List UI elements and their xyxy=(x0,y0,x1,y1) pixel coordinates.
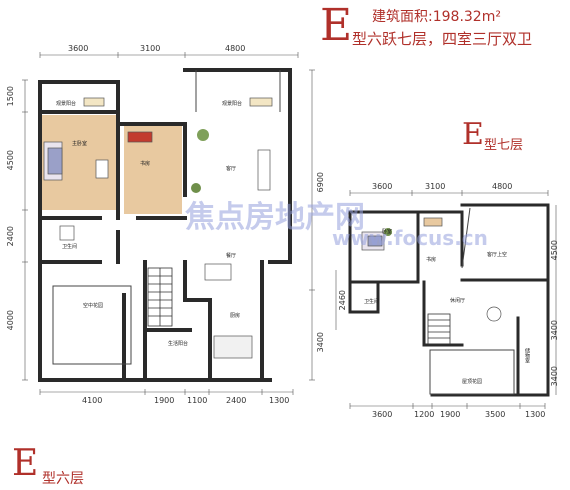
floor6-dim-top-1: 3600 xyxy=(68,44,89,53)
floor7-roof-garden: 屋顶花园 xyxy=(462,379,483,385)
floor6-balcony-right: 观景阳台 xyxy=(222,101,243,107)
floor6-label: 型六层 xyxy=(42,471,84,487)
floor6-dim-left-1: 1500 xyxy=(6,86,15,107)
watermark-url: www.focus.cn xyxy=(332,226,488,250)
floor6-dining: 餐厅 xyxy=(226,253,237,259)
floor6-living: 客厅 xyxy=(226,166,237,172)
floor6-dim-bottom-1: 4100 xyxy=(82,396,103,405)
watermark-brand: 焦点房地产网 xyxy=(185,200,365,235)
floor6-sky-garden: 空中花园 xyxy=(83,303,104,309)
floor7-dim-bottom-2: 1200 xyxy=(414,410,435,419)
floor6-master-bedroom: 主卧室 xyxy=(72,141,88,147)
floor7-storage: 储物室 xyxy=(524,348,530,363)
floor7-dim-right-1: 4500 xyxy=(550,240,559,261)
floor7-study: 书房 xyxy=(426,257,437,263)
floor7-dim-left-1: 2460 xyxy=(338,290,347,311)
floor6-wood-floors xyxy=(42,115,182,214)
floor7-dim-bottom-4: 3500 xyxy=(485,410,506,419)
floor6-dim-top-2: 3100 xyxy=(140,44,161,53)
floor7-staircase xyxy=(427,313,451,345)
floor6-walls xyxy=(38,68,292,382)
floor7-label: 型七层 xyxy=(484,138,524,153)
floor7-dim-right-2: 3400 xyxy=(550,320,559,341)
floor7-bathroom: 卫生间 xyxy=(364,299,380,305)
floor7-bedroom: 卧室 xyxy=(382,229,393,235)
floor6-staircase xyxy=(147,267,173,327)
floor7-thin-walls xyxy=(429,207,515,395)
type-description: 型六跃七层，四室三厅双卫 xyxy=(352,30,533,48)
floor7-dim-top-2: 3100 xyxy=(425,182,446,191)
floor6-dimension-lines xyxy=(22,52,315,395)
floor6-dim-bottom-3: 1100 xyxy=(187,396,208,405)
floor6-dim-left-2: 4500 xyxy=(6,150,15,171)
floor7-letter: E xyxy=(462,117,484,152)
floor7-dim-bottom-5: 1300 xyxy=(525,410,546,419)
floor7-dim-bottom-1: 3600 xyxy=(372,410,393,419)
area-label: 建筑面积:198.32m² xyxy=(372,9,501,25)
floor6-dim-right-1: 6900 xyxy=(316,172,325,193)
floor7-leisure-hall: 休闲厅 xyxy=(450,298,466,304)
floor7-dim-top-3: 4800 xyxy=(492,182,513,191)
floor6-letter: E xyxy=(12,443,39,484)
floor7-furniture xyxy=(361,217,502,322)
floor7-dim-top-1: 3600 xyxy=(372,182,393,191)
floor6-dim-right-2: 3400 xyxy=(316,332,325,353)
floor6-thin-walls xyxy=(52,70,281,365)
type-letter: E xyxy=(320,0,353,51)
floor7-living-void: 客厅上空 xyxy=(487,252,508,258)
floor6-dim-top-3: 4800 xyxy=(225,44,246,53)
floor6-dim-bottom-2: 1900 xyxy=(154,396,175,405)
floor7-dimension-lines xyxy=(335,190,557,409)
floor7-dim-bottom-3: 1900 xyxy=(440,410,461,419)
floor6-service-balcony: 生活阳台 xyxy=(168,341,189,347)
floor6-dim-left-3: 2400 xyxy=(6,226,15,247)
floor6-study: 书房 xyxy=(140,161,151,167)
floor6-balcony-left: 观景阳台 xyxy=(56,101,77,107)
floor7-walls xyxy=(348,203,550,397)
floor6-dim-bottom-4: 2400 xyxy=(226,396,247,405)
floor6-dim-left-4: 4000 xyxy=(6,310,15,331)
floor6-kitchen: 厨房 xyxy=(230,313,241,319)
floor7-dim-right-3: 3400 xyxy=(550,366,559,387)
floor6-dim-bottom-5: 1300 xyxy=(269,396,290,405)
floor6-furniture xyxy=(43,97,273,359)
floor6-bathroom: 卫生间 xyxy=(62,244,78,250)
